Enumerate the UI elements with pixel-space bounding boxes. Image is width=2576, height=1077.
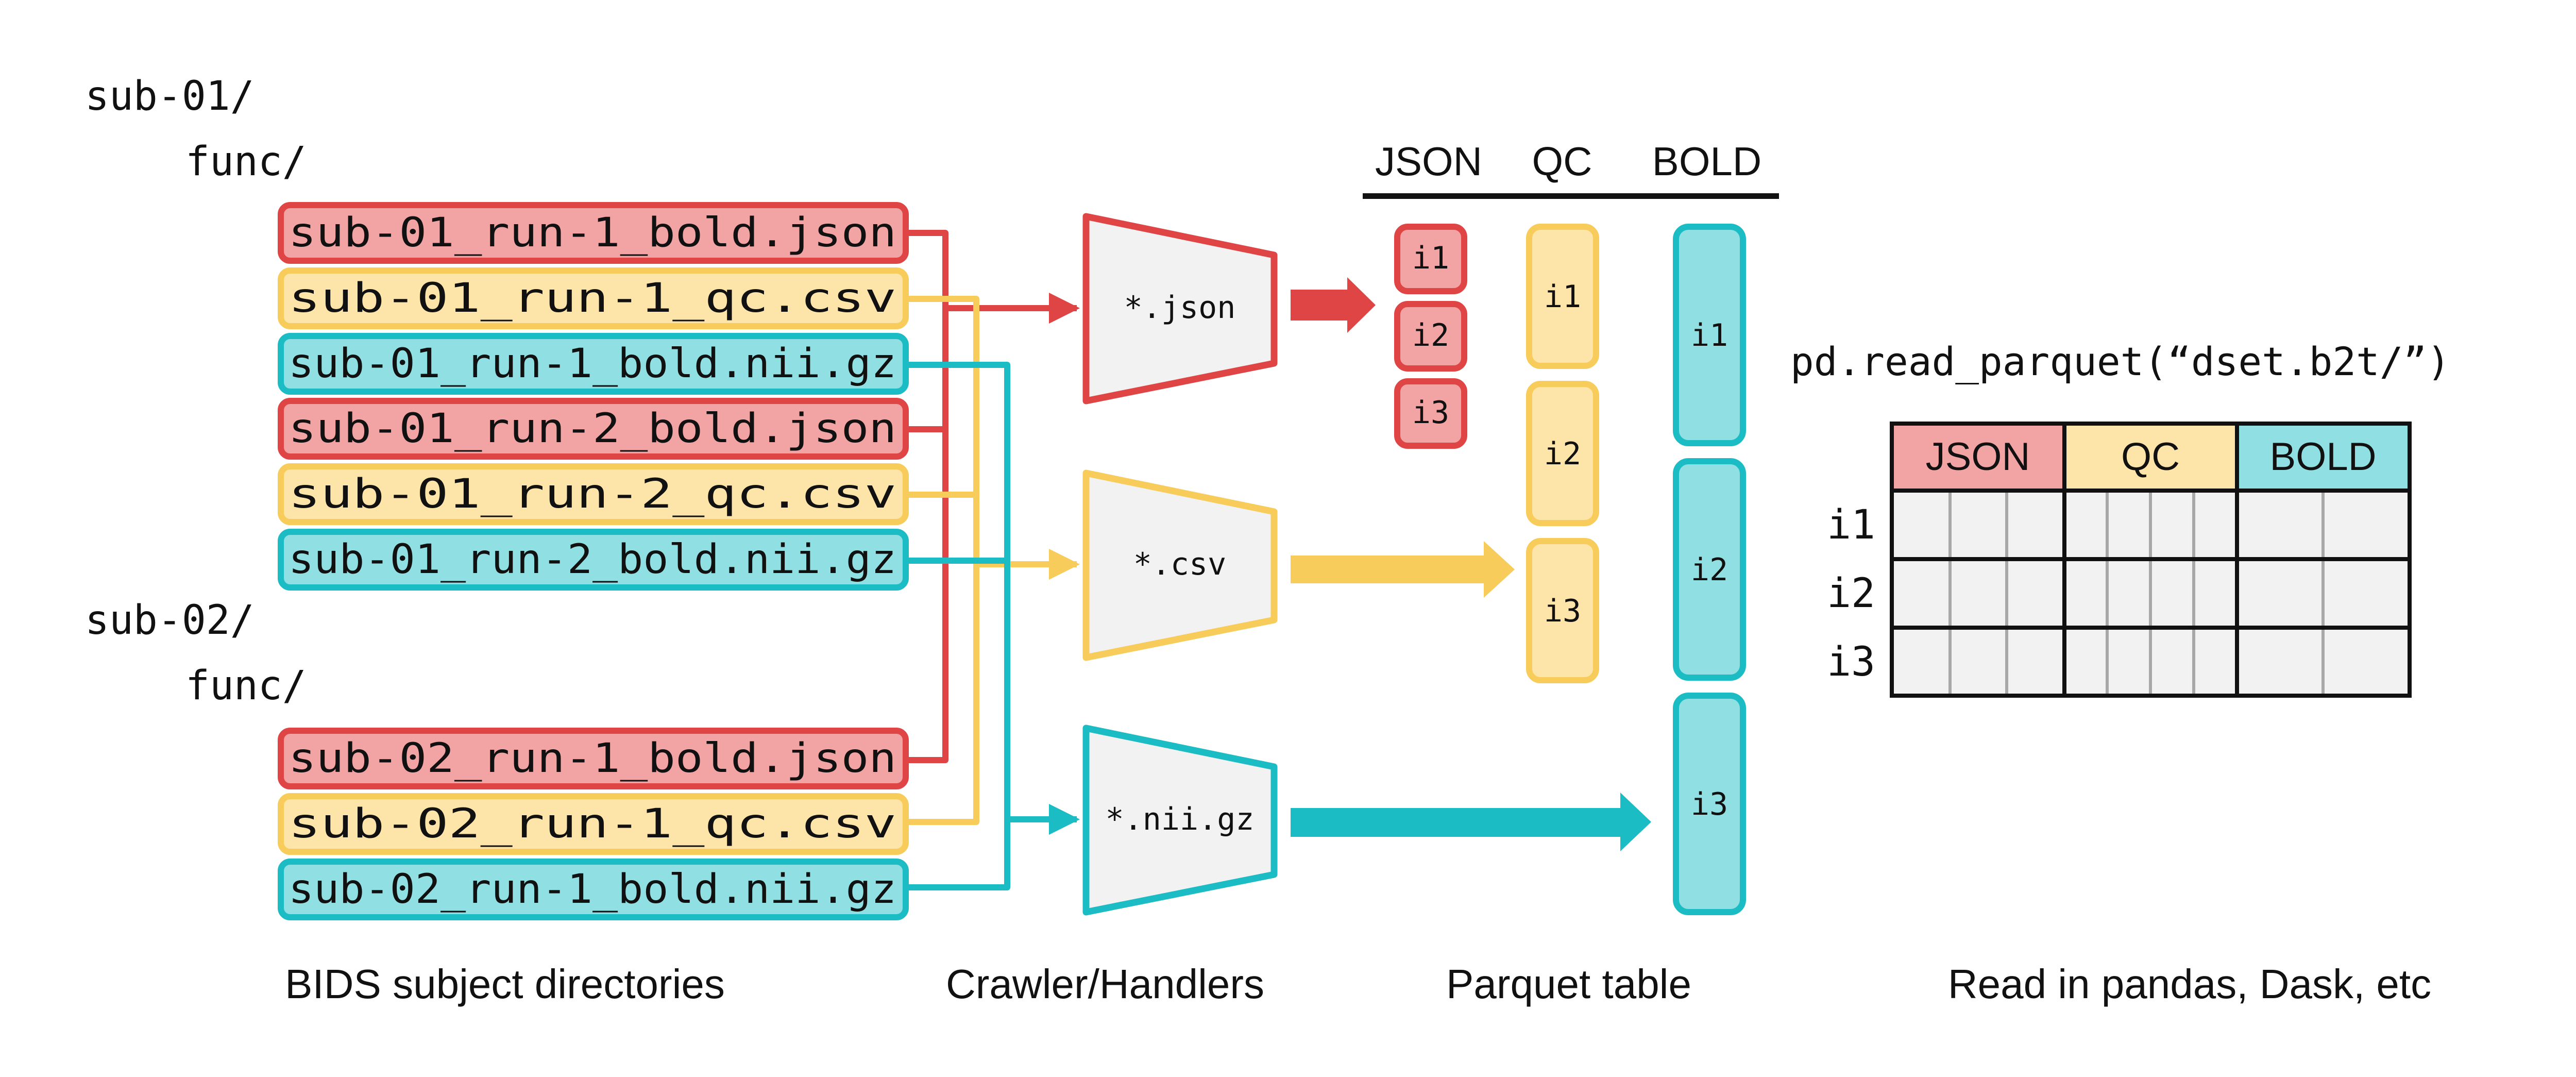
output-arrow-csv [1291, 541, 1515, 598]
pandas-header-json: JSON [1926, 435, 2030, 479]
pandas-header-bold-cell [2237, 424, 2410, 491]
handler-nii: *.nii.gz [1082, 725, 1278, 916]
pandas-row-label: i3 [1827, 639, 1875, 685]
pandas-grid-lines [1890, 422, 2412, 698]
pandas-read: pd.read_parquet(“dset.b2t/”) JSON QC BOL… [1790, 339, 2450, 698]
parquet-qc-cell [1526, 538, 1599, 683]
parquet-json-cell-label: i2 [1412, 317, 1449, 354]
bids-tree: sub-01/ func/ sub-02/ func/ [85, 73, 307, 709]
parquet-bold-cell-label: i2 [1691, 552, 1728, 588]
parquet-bold-cell [1673, 458, 1746, 681]
file-name: sub-02_run-1_qc.csv [289, 801, 896, 847]
caption-parquet: Parquet table [1446, 961, 1691, 1007]
pandas-row-label: i1 [1827, 502, 1875, 548]
handler-csv-label: *.csv [1133, 546, 1227, 582]
parquet-json-cell [1394, 301, 1467, 372]
handler-json: *.json [1082, 213, 1278, 405]
parquet-qc-cell [1526, 381, 1599, 526]
parquet-bold-cell-label: i1 [1691, 317, 1728, 354]
pandas-header-qc: QC [2121, 435, 2180, 479]
file-list: sub-01_run-1_bold.json sub-01_run-1_qc.cs… [278, 202, 909, 920]
pandas-subcolumn-lines [1948, 491, 2325, 696]
parquet-bold-cell [1673, 693, 1746, 915]
file-name: sub-01_run-2_qc.csv [289, 471, 896, 517]
file-name: sub-01_run-1_bold.nii.gz [289, 341, 896, 387]
parquet-json-cell-label: i3 [1412, 395, 1449, 431]
file-box-json [278, 398, 909, 460]
file-box-nii [278, 529, 909, 591]
file-name: sub-01_run-2_bold.nii.gz [289, 536, 896, 583]
pandas-code: pd.read_parquet(“dset.b2t/”) [1790, 339, 2450, 384]
parquet-qc-cell [1526, 224, 1599, 369]
pandas-header-qc-cell [2064, 424, 2237, 491]
handler-json-label: *.json [1124, 290, 1236, 326]
nii-connectors [907, 362, 1080, 890]
output-arrow-json [1291, 277, 1376, 333]
parquet-header-json: JSON [1375, 139, 1482, 184]
file-name: sub-01_run-2_bold.json [289, 406, 896, 452]
caption-read: Read in pandas, Dask, etc [1948, 961, 2431, 1007]
dir-sub-01-func: func/ [185, 139, 307, 185]
handler-nii-label: *.nii.gz [1106, 801, 1255, 837]
caption-crawler: Crawler/Handlers [946, 961, 1264, 1007]
file-box-nii [278, 859, 909, 920]
file-name: sub-02_run-1_bold.nii.gz [289, 866, 896, 913]
parquet-header-rule [1363, 193, 1779, 199]
parquet-qc-cell-label: i3 [1544, 593, 1581, 629]
pandas-header-bold: BOLD [2270, 435, 2377, 479]
output-arrow-nii [1291, 793, 1651, 851]
parquet-header-qc: QC [1532, 139, 1592, 184]
parquet-bold-cell [1673, 224, 1746, 446]
parquet-header-bold: BOLD [1652, 139, 1761, 184]
file-box-csv [278, 793, 909, 855]
parquet-qc-cell-label: i1 [1544, 279, 1581, 315]
file-name: sub-01_run-1_bold.json [289, 210, 896, 256]
caption-bids: BIDS subject directories [285, 961, 725, 1007]
handler-csv: *.csv [1082, 469, 1278, 661]
file-box-json [278, 728, 909, 789]
dir-sub-02: sub-02/ [85, 597, 255, 644]
file-box-json [278, 202, 909, 264]
file-box-csv [278, 463, 909, 525]
pandas-header-json-cell [1892, 424, 2064, 491]
parquet-json-cell-label: i1 [1412, 240, 1449, 276]
file-box-csv [278, 267, 909, 329]
dir-sub-01: sub-01/ [85, 73, 255, 120]
file-name: sub-01_run-1_qc.csv [289, 275, 896, 322]
dir-sub-02-func: func/ [185, 663, 307, 709]
parquet-qc-cell-label: i2 [1544, 436, 1581, 472]
parquet-json-cell [1394, 224, 1467, 294]
captions: BIDS subject directories Crawler/Handler… [285, 961, 2431, 1007]
parquet-table: JSON QC BOLD i1 i2 i3 i1 i2 i3 i1 i2 i3 [1363, 139, 1779, 915]
file-box-nii [278, 333, 909, 395]
file-name: sub-02_run-1_bold.json [289, 735, 896, 782]
parquet-json-cell [1394, 378, 1467, 449]
parquet-bold-cell-label: i3 [1691, 786, 1728, 822]
pandas-row-label: i2 [1827, 570, 1875, 617]
